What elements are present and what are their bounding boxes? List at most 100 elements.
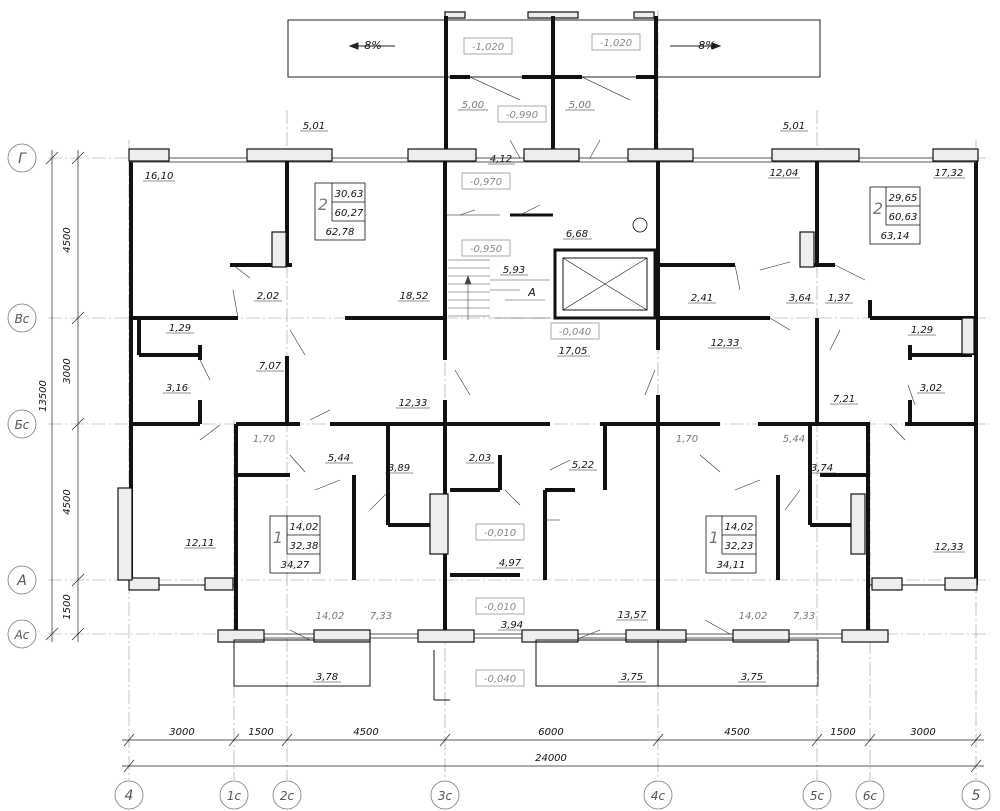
level-marks: -1,020 -1,020 -0,990 -0,970 -0,950 -0,04… [470, 38, 632, 685]
apartment-summaries: 2 30,63 60,27 62,78 2 29,65 60,63 63,14 … [273, 189, 917, 571]
apt-left1-gross: 34,27 [281, 560, 310, 571]
room-area: 12,33 [399, 398, 428, 409]
room-area: 12,11 [186, 538, 215, 549]
level-950: -0,950 [470, 244, 502, 255]
room-area: 1,70 [676, 434, 698, 445]
level-040b: -0,040 [484, 674, 516, 685]
room-area: 5,00 [462, 100, 484, 111]
level-010a: -0,010 [484, 528, 516, 539]
room-area: 3,75 [741, 672, 763, 683]
room-area: 3,89 [388, 463, 410, 474]
axis-label-as: Ас [14, 628, 30, 642]
room-area: 5,00 [569, 100, 591, 111]
apartment-boxes [269, 182, 921, 574]
dims-left: 4500 3000 4500 1500 13500 [38, 227, 73, 619]
room-area: 6,68 [566, 229, 588, 240]
apt-left1-living: 14,02 [290, 522, 319, 533]
door-swings [199, 139, 916, 641]
slope-left: 8% [364, 39, 381, 52]
room-area: 1,29 [169, 323, 191, 334]
dim-bottom-2: 1500 [248, 727, 273, 738]
apt-right1-type: 1 [709, 528, 719, 547]
stair-mark: А [527, 286, 536, 299]
room-area: 13,57 [618, 610, 647, 621]
room-area: 7,33 [793, 611, 815, 622]
room-area: 2,03 [469, 453, 491, 464]
wall-piers [117, 148, 979, 643]
apt-left2-gross: 62,78 [326, 227, 355, 238]
dims-bottom: 3000 1500 4500 6000 4500 1500 3000 24000 [169, 727, 935, 764]
room-area: 1,70 [253, 434, 275, 445]
apt-left2-type: 2 [318, 195, 328, 214]
axis-label-a: А [16, 573, 27, 589]
room-areas: 5,01 5,01 5,00 5,00 4,12 16,10 12,04 17,… [145, 100, 964, 683]
apt-right1-total: 32,23 [725, 541, 754, 552]
room-area: 5,44 [328, 453, 350, 464]
dim-bottom-4: 6000 [538, 727, 563, 738]
apt-right1-living: 14,02 [725, 522, 754, 533]
level-040a: -0,040 [559, 327, 591, 338]
apt-right2-living: 29,65 [889, 193, 918, 204]
axis-label-g: Г [18, 151, 27, 167]
dim-bottom-5: 4500 [724, 727, 749, 738]
room-area: 1,29 [911, 325, 933, 336]
level-boxes [461, 33, 641, 687]
porch [444, 11, 658, 160]
staircase [448, 259, 550, 320]
dim-left-total: 13500 [38, 380, 49, 412]
room-area: 17,05 [559, 346, 588, 357]
room-area: 14,02 [739, 611, 768, 622]
axis-label-bs: Бс [15, 418, 30, 432]
room-area: 5,01 [783, 121, 805, 132]
room-area: 2,02 [257, 291, 279, 302]
level-1020b: -1,020 [600, 38, 632, 49]
room-area: 12,33 [711, 338, 740, 349]
axis-label-6c: 6с [863, 789, 878, 803]
axis-label-3c: 3с [438, 789, 453, 803]
room-area: 7,33 [370, 611, 392, 622]
apt-left1-total: 32,38 [290, 541, 319, 552]
room-area: 2,41 [691, 293, 713, 304]
level-1020a: -1,020 [472, 42, 504, 53]
dim-left-4: 1500 [62, 594, 73, 619]
room-area: 17,32 [935, 168, 964, 179]
room-area: 3,16 [166, 383, 188, 394]
apt-left1-type: 1 [273, 528, 283, 547]
room-area: 3,74 [811, 463, 833, 474]
apt-left2-living: 30,63 [335, 189, 364, 200]
axis-label-5: 5 [972, 788, 981, 804]
room-area: 16,10 [145, 171, 174, 182]
dim-bottom-7: 3000 [910, 727, 935, 738]
axis-label-1c: 1с [227, 789, 242, 803]
room-area: 12,33 [935, 542, 964, 553]
balconies [233, 639, 819, 701]
room-area: 5,01 [303, 121, 325, 132]
room-area: 5,22 [572, 460, 594, 471]
axis-labels: Г Вс Бс А Ас 4 1с 2с 3с 4с 5с 6с 5 [14, 151, 981, 804]
room-area: 12,04 [770, 168, 799, 179]
level-970: -0,970 [470, 177, 502, 188]
room-area: 7,07 [259, 361, 282, 372]
level-010b: -0,010 [484, 602, 516, 613]
dim-bottom-3: 4500 [353, 727, 378, 738]
dim-left-3: 4500 [62, 489, 73, 514]
dim-left-2: 3000 [62, 358, 73, 383]
room-area: 18,52 [400, 291, 429, 302]
axis-label-5c: 5с [810, 789, 825, 803]
dim-left-1: 4500 [62, 227, 73, 252]
dim-bottom-total: 24000 [535, 753, 567, 764]
room-area: 3,78 [316, 672, 338, 683]
apt-left2-total: 60,27 [335, 208, 364, 219]
dim-bottom-1: 3000 [169, 727, 194, 738]
dimension-lines-bottom [122, 733, 984, 773]
room-area: 1,37 [828, 293, 851, 304]
axis-label-4c: 4с [651, 789, 666, 803]
room-area: 3,75 [621, 672, 643, 683]
axis-bubbles [7, 143, 991, 810]
room-area: 5,93 [503, 265, 525, 276]
room-area: 4,97 [499, 558, 522, 569]
apt-right2-total: 60,63 [889, 212, 918, 223]
slope-right: 8% [698, 39, 715, 52]
